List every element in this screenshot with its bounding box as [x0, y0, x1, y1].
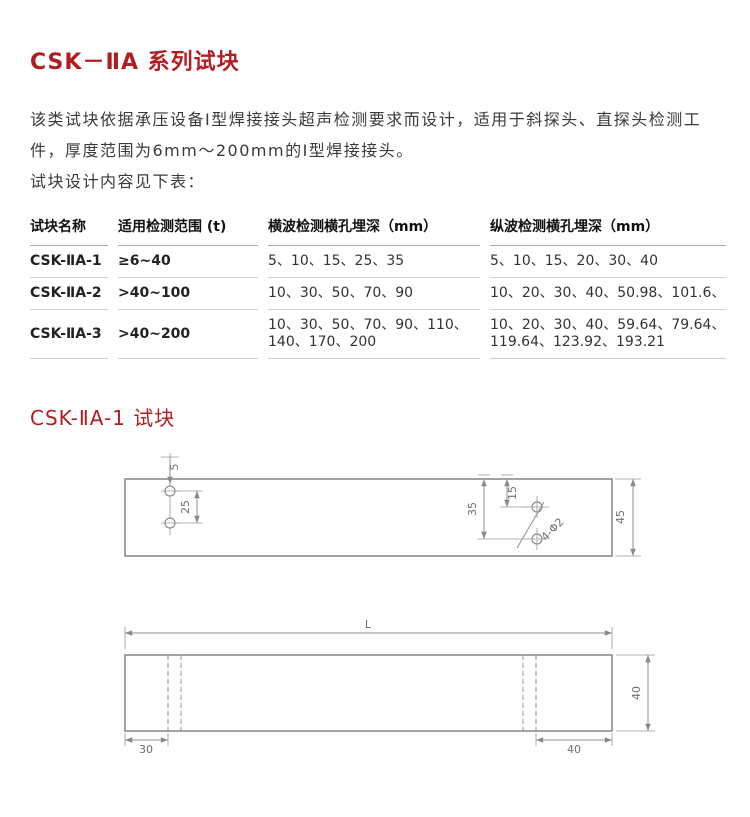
intro-note: 试块设计内容见下表： [30, 172, 206, 191]
block-top-outline [124, 654, 613, 732]
table-row: CSK-ⅡA-2 >40~100 10、30、50、70、90 10、20、30… [30, 278, 726, 310]
spec-table-wrap: 试块名称 适用检测范围 (t) 横波检测横孔埋深（mm） 纵波检测横孔埋深（mm… [30, 210, 740, 359]
dim-label-30: 30 [139, 743, 153, 756]
cell-longitudinal-depths: 10、20、30、40、50.98、101.6、 [490, 278, 726, 310]
dim-label-15: 15 [506, 486, 519, 500]
cell-block-name: CSK-ⅡA-2 [30, 278, 108, 310]
dim-label-35: 35 [466, 502, 479, 516]
technical-drawing: 5 25 15 35 [124, 453, 655, 756]
top-view: L 30 40 40 [124, 618, 655, 756]
intro-paragraph: 该类试块依据承压设备I型焊接接头超声检测要求而设计，适用于斜探头、直探头检测工 … [30, 110, 702, 160]
cell-transverse-depths: 10、30、50、70、90、110、 140、170、200 [268, 310, 480, 359]
dim-label-L: L [365, 618, 372, 631]
block-front-outline [124, 478, 613, 557]
cell-block-name: CSK-ⅡA-3 [30, 310, 108, 359]
col-header-transverse: 横波检测横孔埋深（mm） [268, 210, 480, 246]
section-title: CSK-ⅡA-1 试块 [30, 406, 176, 430]
dim-label-40-right: 40 [630, 686, 643, 700]
dim-label-5: 5 [168, 464, 181, 471]
cell-longitudinal-depths: 10、20、30、40、59.64、79.64、 119.64、123.92、1… [490, 310, 726, 359]
cell-longitudinal-depths: 5、10、15、20、30、40 [490, 246, 726, 278]
cell-transverse-depths: 10、30、50、70、90 [268, 278, 480, 310]
table-row: CSK-ⅡA-1 ≥6~40 5、10、15、25、35 5、10、15、20、… [30, 246, 726, 278]
table-row: CSK-ⅡA-3 >40~200 10、30、50、70、90、110、 140… [30, 310, 726, 359]
hole-callout-label: 4-Φ2 [539, 516, 567, 544]
hole-callout-leader [516, 501, 545, 549]
dim-label-45: 45 [614, 510, 627, 524]
col-header-block-name: 试块名称 [30, 210, 108, 246]
dim-label-40-bottom: 40 [567, 743, 581, 756]
cell-range: >40~100 [118, 278, 258, 310]
spec-table: 试块名称 适用检测范围 (t) 横波检测横孔埋深（mm） 纵波检测横孔埋深（mm… [20, 210, 736, 359]
front-view: 5 25 15 35 [124, 453, 641, 557]
cell-block-name: CSK-ⅡA-1 [30, 246, 108, 278]
col-header-longitudinal: 纵波检测横孔埋深（mm） [490, 210, 726, 246]
dim-label-25: 25 [179, 500, 192, 514]
cell-range: >40~200 [118, 310, 258, 359]
page-title: CSK－ⅡA 系列试块 [30, 50, 240, 75]
cell-transverse-depths: 5、10、15、25、35 [268, 246, 480, 278]
cell-range: ≥6~40 [118, 246, 258, 278]
col-header-range: 适用检测范围 (t) [118, 210, 258, 246]
spec-table-header-row: 试块名称 适用检测范围 (t) 横波检测横孔埋深（mm） 纵波检测横孔埋深（mm… [30, 210, 726, 246]
